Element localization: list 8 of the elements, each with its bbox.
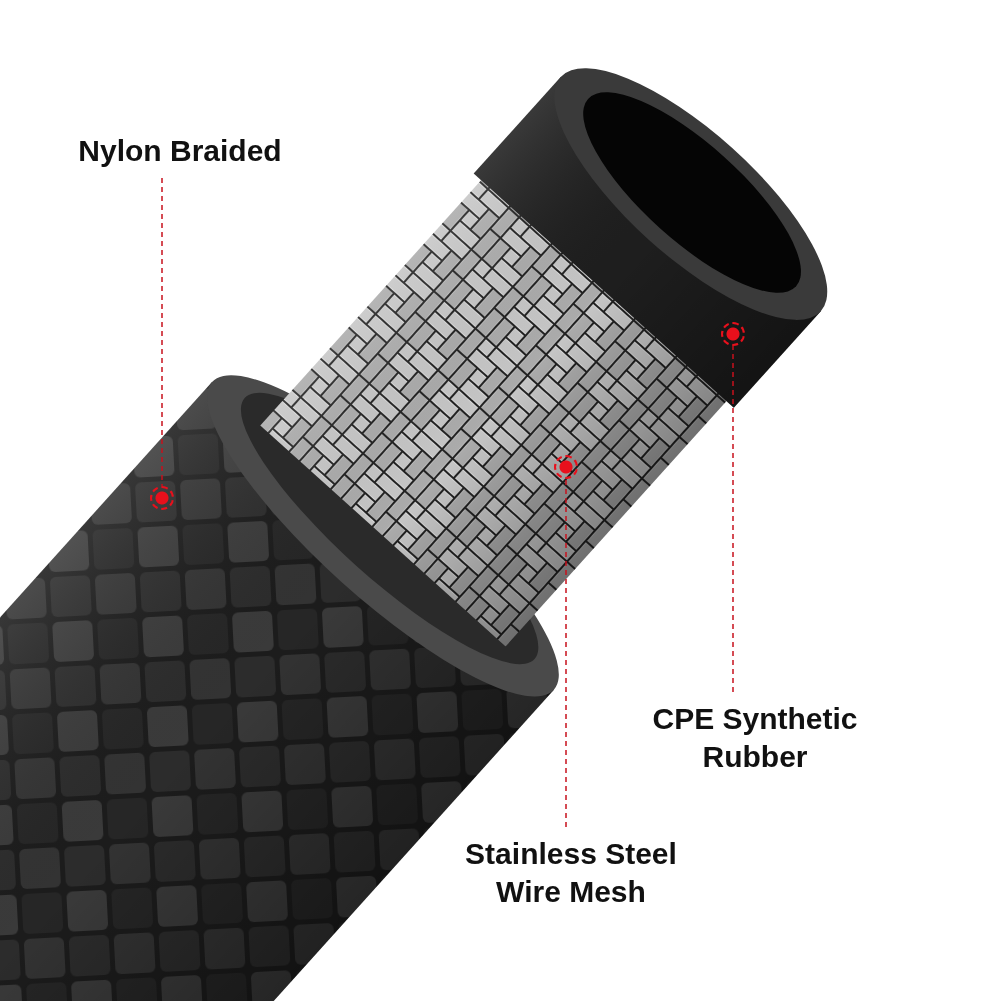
marker-dot <box>150 486 174 510</box>
leader-line <box>161 177 163 487</box>
callout-label: CPE Synthetic Rubber <box>620 700 890 776</box>
marker-dot <box>554 455 578 479</box>
leader-line <box>732 345 734 693</box>
marker-dot <box>721 322 745 346</box>
callout-label: Nylon Braided <box>50 132 310 170</box>
callout-label: Stainless Steel Wire Mesh <box>436 835 706 911</box>
